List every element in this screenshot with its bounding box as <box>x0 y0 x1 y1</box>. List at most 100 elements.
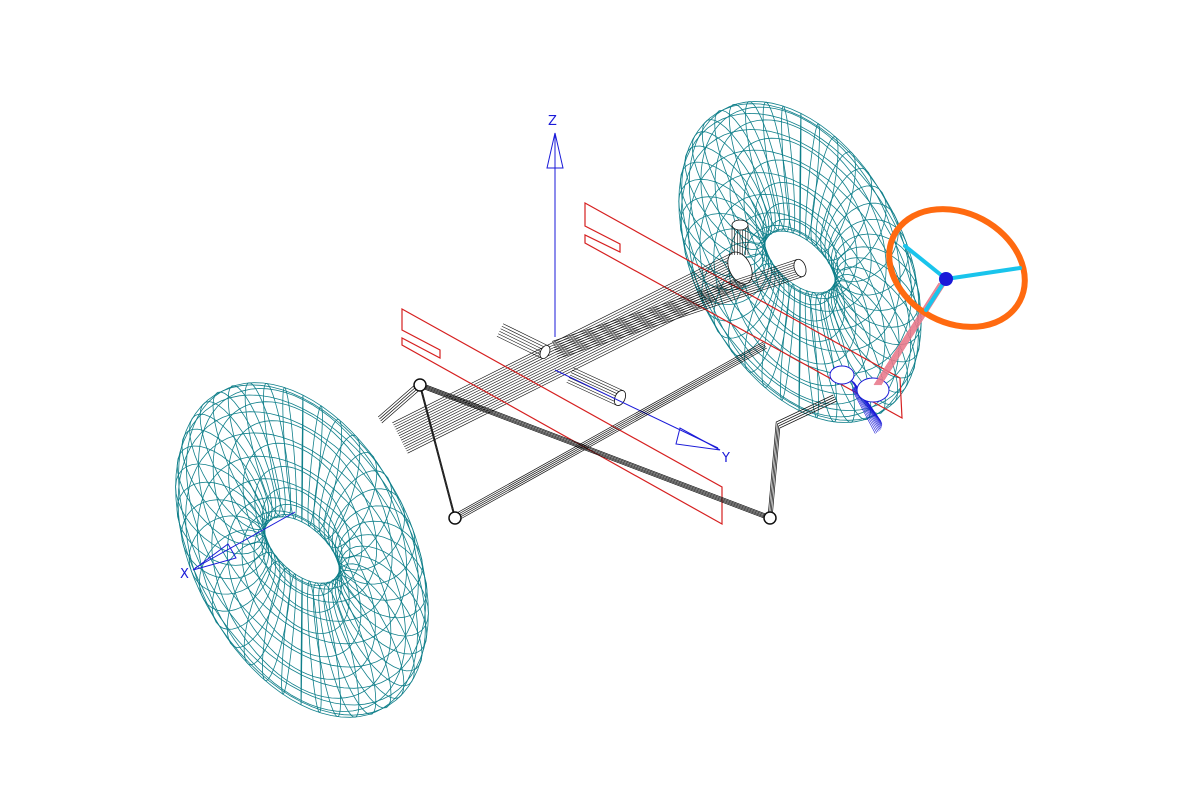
main-axle-tube <box>400 269 742 441</box>
main-axle-tube <box>402 272 743 443</box>
tire-meridian-line <box>827 202 899 283</box>
front-left-tire <box>175 382 429 718</box>
steering-arm-left <box>377 381 419 418</box>
tire-meridian-line <box>282 387 297 520</box>
rear-axle-shaft <box>554 267 801 351</box>
tire-meridian-line <box>830 218 909 296</box>
tire-meridian-line <box>336 563 423 672</box>
tie-rod <box>421 387 772 522</box>
tire-meridian-line <box>334 569 415 687</box>
tire-meridian-line <box>684 213 768 291</box>
tire-meridian-line <box>824 185 887 271</box>
tire-meridian-line <box>331 575 405 699</box>
z-axis-label: Z <box>548 114 557 129</box>
tire-meridian-line <box>212 391 277 522</box>
tire-meridian-line <box>679 196 766 278</box>
gearbox-hatch <box>852 388 878 433</box>
tire-meridian-line <box>300 578 303 705</box>
drag-link <box>455 346 767 520</box>
tire-meridian-line <box>323 452 378 549</box>
drag-link <box>453 341 764 516</box>
tire-meridian-line <box>181 499 268 580</box>
rear-axle-shaft <box>553 263 799 347</box>
ball-joint <box>448 511 462 525</box>
drag-link <box>454 344 766 519</box>
tire-meridian-line <box>244 382 286 518</box>
center-stub-shaft <box>567 379 618 404</box>
tire-meridian-line <box>211 541 277 630</box>
gearbox-cap <box>856 377 890 403</box>
main-axle-tube <box>404 276 745 447</box>
left-stub-shaft-end <box>539 345 551 359</box>
pitman-arm <box>767 394 834 516</box>
center-stub-shaft <box>570 372 622 396</box>
tire-meridian-line <box>243 560 286 666</box>
tire-meridian-line <box>262 567 291 682</box>
rear-axle-shaft <box>557 276 803 359</box>
tire-meridian-line <box>799 113 802 236</box>
gearbox-hatch <box>851 389 876 434</box>
tire-meridian-line <box>226 551 281 648</box>
tire-meridian-line <box>701 119 773 239</box>
steering-wheel-rim <box>886 206 1028 330</box>
tie-rod <box>419 384 771 519</box>
tire-meridian-line <box>691 131 770 244</box>
steering-linkage <box>377 341 837 525</box>
steering-wheel-spoke <box>944 266 1022 281</box>
left-stub-shaft <box>502 323 549 346</box>
pitman-arm <box>771 400 837 522</box>
tire-meridian-line <box>745 101 785 232</box>
steering-gearbox <box>829 365 890 434</box>
center-stub-shaft-end <box>613 390 627 406</box>
tire-meridian-line <box>176 481 266 566</box>
left-stub-shaft <box>499 330 545 354</box>
y-axis: Y <box>554 369 730 466</box>
tire-meridian-line <box>834 246 921 328</box>
tire-meridian-line <box>199 529 273 612</box>
tire-meridian-line <box>684 145 768 250</box>
steering-wheel-hub <box>939 272 953 286</box>
tire-meridian-line <box>301 395 304 522</box>
main-axle-tube <box>405 278 746 450</box>
drag-link <box>456 347 767 522</box>
left-stub-shaft <box>496 336 543 359</box>
tire-meridian-line <box>188 515 270 595</box>
tire-meridian-line <box>798 288 801 411</box>
y-axis-label: Y <box>721 451 730 466</box>
rear-right-tire <box>678 101 922 423</box>
tire-meridian-line <box>691 228 770 306</box>
tire-meridian-line <box>327 470 393 559</box>
tire-meridian-line <box>313 418 342 533</box>
center-stub-shaft <box>573 367 624 392</box>
tire-meridian-line <box>781 105 796 234</box>
x-axis: X <box>180 511 296 582</box>
tire-meridian-line <box>336 520 423 601</box>
tire-meridian-line <box>680 161 766 258</box>
tire-meridian-line <box>331 488 405 571</box>
tire-meridian-line <box>307 580 322 713</box>
tire-meridian-line <box>744 271 785 373</box>
center-stub-shaft <box>566 381 617 406</box>
rear-axle-shaft <box>552 259 798 342</box>
center-stub-shaft <box>572 369 623 394</box>
rear-axle-shaft-end <box>793 258 807 278</box>
tire-meridian-line <box>810 136 839 246</box>
center-stub-shaft <box>569 374 621 399</box>
main-axle-tube <box>403 274 744 445</box>
column-line <box>873 282 940 386</box>
tire-meridian-line <box>318 582 360 718</box>
rear-axle-shaft <box>557 274 803 357</box>
steering-arm-left <box>379 383 420 420</box>
left-stub-shaft <box>501 325 547 349</box>
left-stub-shaft <box>498 333 544 357</box>
tire-meridian-line <box>318 434 361 540</box>
column-line <box>880 282 947 386</box>
gearbox-hatch <box>852 388 879 432</box>
ball-joint <box>413 378 427 392</box>
tire-meridian-line <box>832 233 916 311</box>
left-stub-shaft <box>500 328 546 352</box>
frame-rail-front <box>401 307 723 526</box>
tire-meridian-line <box>728 103 781 233</box>
tire-meridian-line <box>338 534 428 619</box>
